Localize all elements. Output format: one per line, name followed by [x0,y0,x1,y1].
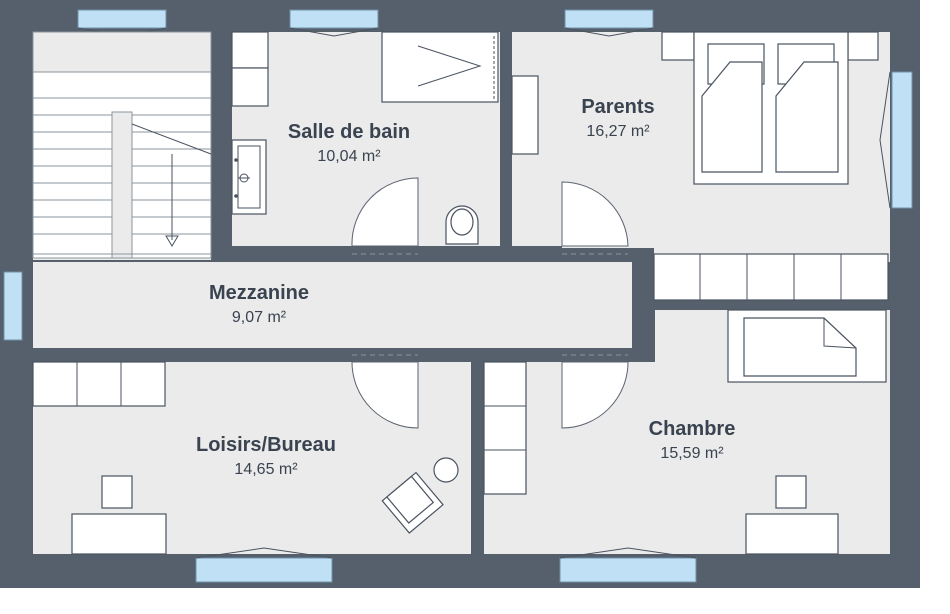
side-table [433,457,459,483]
wall-bath-bottom-right [418,246,562,262]
wall-mez-bottom-right [628,348,655,362]
wall-loisirs-chambre [471,348,484,554]
window-sash-top-bath [289,27,379,37]
window-bottom-chambre [559,557,697,583]
window-top-parents [564,9,654,29]
door-parents [561,181,629,247]
chambre-furniture [483,309,887,555]
wall-mez-bottom-mid [418,348,562,362]
staircase [32,31,212,259]
window-sash-top-parents [564,27,654,37]
door-loisirs [351,361,419,429]
room-name-salle-de-bain: Salle de bain [287,121,411,143]
window-top-bath [289,9,379,29]
window-sash-bottom-loisirs [195,547,333,559]
room-name-loisirs: Loisirs/Bureau [195,434,337,456]
wall-mez-chambre [640,300,890,310]
loisirs-furniture [32,361,459,555]
window-left-mezzanine [3,271,23,341]
shower [381,31,499,103]
room-name-parents: Parents [581,96,655,118]
door-bath [351,177,419,247]
room-area-parents: 16,27 m² [586,123,650,140]
bathroom-fixtures [231,31,499,245]
window-right-parents [891,71,913,209]
room-area-salle-de-bain: 10,04 m² [317,148,381,165]
room-name-chambre: Chambre [648,418,736,440]
wall-bath-bottom-left [232,246,352,262]
room-area-mezzanine: 9,07 m² [231,309,287,326]
desk-loisirs [71,513,167,555]
window-bottom-loisirs [195,557,333,583]
mezzanine-floor [33,262,641,348]
wall-closet-divider [640,248,654,300]
desk-chambre [745,513,839,555]
chair-loisirs [101,475,133,509]
window-sash-bottom-chambre [559,547,697,559]
wardrobe [653,253,889,301]
bathtub [231,139,267,215]
window-sash-right-parents [879,71,891,209]
parents-furniture [511,31,889,301]
door-chambre [561,361,629,429]
chair-chambre [775,475,807,509]
room-name-mezzanine: Mezzanine [208,282,310,304]
room-area-loisirs: 14,65 m² [234,461,298,478]
wall-mez-bottom-left [33,348,352,362]
window-top-stairs [77,9,167,29]
wall-parents-bottom [628,248,640,262]
room-area-chambre: 15,59 m² [660,445,724,462]
